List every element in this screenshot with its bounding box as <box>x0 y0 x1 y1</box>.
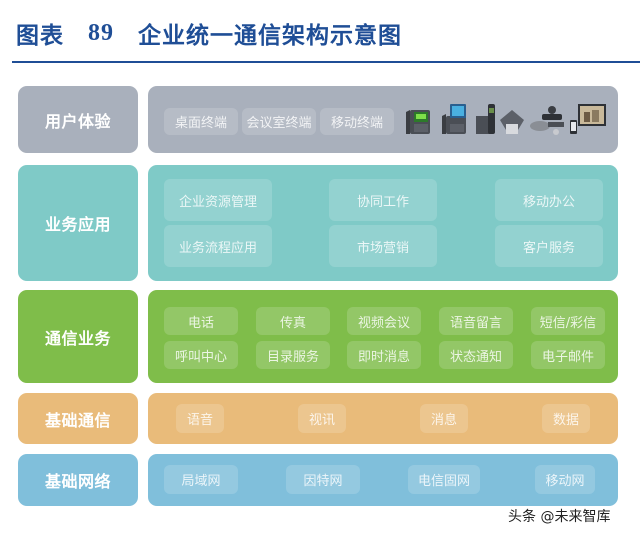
conference-speaker-icon <box>500 110 524 134</box>
layer-panel: 桌面终端 会议室终端 移动终端 <box>148 86 618 153</box>
chip-desktop-terminal: 桌面终端 <box>164 108 238 135</box>
video-phone-icon <box>442 104 466 134</box>
watermark: 头条 @未来智库 <box>508 509 611 525</box>
layer-label: 基础网络 <box>18 454 138 506</box>
chip-voicemail: 语音留言 <box>439 307 513 335</box>
chip-internet: 因特网 <box>286 465 360 494</box>
chip-mobile-network: 移动网 <box>535 465 595 494</box>
title-divider <box>12 61 640 63</box>
mobile-and-display-icon <box>570 104 606 134</box>
chip-marketing: 市场营销 <box>329 225 437 267</box>
chip-instant-messaging: 即时消息 <box>347 341 421 369</box>
layer-panel: 企业资源管理 协同工作 移动办公 业务流程应用 市场营销 客户服务 <box>148 165 618 281</box>
layer-panel: 电话 传真 视频会议 语音留言 短信/彩信 呼叫中心 目录服务 即时消息 状态通… <box>148 290 618 383</box>
chip-meeting-room-terminal: 会议室终端 <box>242 108 316 135</box>
layer-panel: 局域网 因特网 电信固网 移动网 <box>148 454 618 506</box>
chip-call-center: 呼叫中心 <box>164 341 238 369</box>
layer-label: 通信业务 <box>18 290 138 383</box>
layer-basic-network: 基础网络 局域网 因特网 电信固网 移动网 <box>0 454 640 506</box>
chip-telecom-fixed-network: 电信固网 <box>408 465 480 494</box>
chip-lan: 局域网 <box>164 465 238 494</box>
cordless-phone-icon <box>476 104 495 134</box>
layer-communication-services: 通信业务 电话 传真 视频会议 语音留言 短信/彩信 呼叫中心 目录服务 即时消… <box>0 290 640 383</box>
chip-fax: 传真 <box>256 307 330 335</box>
video-conference-system-icon <box>530 106 564 135</box>
chip-phone: 电话 <box>164 307 238 335</box>
figure-title: 图表 89 企业统一通信架构示意图 <box>16 17 402 50</box>
chip-mobile-office: 移动办公 <box>495 179 603 221</box>
layer-panel: 语音 视讯 消息 数据 <box>148 393 618 444</box>
chip-voice: 语音 <box>176 404 224 433</box>
layer-label: 用户体验 <box>18 86 138 153</box>
layer-business-applications: 业务应用 企业资源管理 协同工作 移动办公 业务流程应用 市场营销 客户服务 <box>0 165 640 281</box>
chip-video-conference: 视频会议 <box>347 307 421 335</box>
layer-label: 业务应用 <box>18 165 138 281</box>
layer-label: 基础通信 <box>18 393 138 444</box>
layer-user-experience: 用户体验 桌面终端 会议室终端 移动终端 <box>0 86 640 153</box>
chip-message: 消息 <box>420 404 468 433</box>
desk-phone-icon <box>406 110 430 134</box>
layer-basic-communication: 基础通信 语音 视讯 消息 数据 <box>0 393 640 444</box>
chip-presence: 状态通知 <box>439 341 513 369</box>
chip-directory-service: 目录服务 <box>256 341 330 369</box>
chip-data: 数据 <box>542 404 590 433</box>
chip-sms-mms: 短信/彩信 <box>531 307 605 335</box>
device-icons <box>402 102 608 138</box>
chip-customer-service: 客户服务 <box>495 225 603 267</box>
chip-collaboration: 协同工作 <box>329 179 437 221</box>
chip-business-process: 业务流程应用 <box>164 225 272 267</box>
chip-erp: 企业资源管理 <box>164 179 272 221</box>
chip-email: 电子邮件 <box>531 341 605 369</box>
figure-label: 图表 <box>16 22 64 49</box>
chip-video: 视讯 <box>298 404 346 433</box>
chip-mobile-terminal: 移动终端 <box>320 108 394 135</box>
figure-number: 89 <box>88 19 114 46</box>
figure-caption: 企业统一通信架构示意图 <box>138 22 402 49</box>
